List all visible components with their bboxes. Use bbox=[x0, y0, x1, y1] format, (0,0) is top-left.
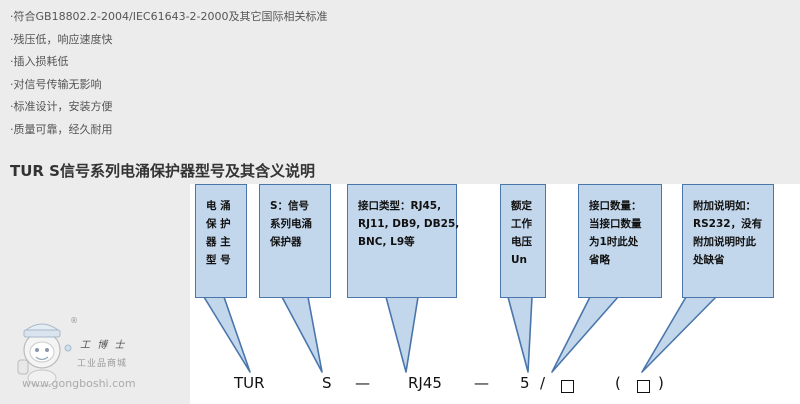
callout-line: 工作 bbox=[511, 218, 532, 230]
callout-line: 型 号 bbox=[206, 254, 231, 266]
callout-tail bbox=[281, 296, 323, 373]
callout-line: 系列电涌 bbox=[270, 218, 312, 230]
feature-item: ·残压低，响应速度快 bbox=[10, 32, 113, 46]
callout-line: BNC, L9等 bbox=[358, 236, 415, 248]
code-voltage: 5 bbox=[520, 374, 530, 392]
brand-url: www.gongboshi.com bbox=[22, 377, 136, 390]
brand-name: 工 博 士 bbox=[80, 340, 127, 351]
callout-series: S：信号 系列电涌 保护器 bbox=[259, 184, 331, 298]
callout-port-count: 接口数量： 当接口数量 为1时此处 省略 bbox=[578, 184, 662, 298]
code-tur: TUR bbox=[234, 374, 265, 392]
feature-list: ·符合GB18802.2-2004/IEC61643-2-2000及其它国际相关… bbox=[10, 6, 328, 141]
callout-line: RS232，没有 bbox=[693, 218, 763, 230]
callout-line: 为1时此处 bbox=[589, 236, 639, 248]
brand-subtitle: 工业品商城 bbox=[77, 359, 128, 369]
callout-line: 附加说明时此 bbox=[693, 236, 756, 248]
code-paren-close: ) bbox=[658, 374, 664, 392]
feature-item: ·质量可靠，经久耐用 bbox=[10, 122, 113, 136]
feature-item: ·标准设计，安装方便 bbox=[10, 100, 113, 113]
code-slash: / bbox=[540, 374, 546, 392]
callout-tail bbox=[551, 296, 619, 373]
callout-tail bbox=[641, 296, 717, 373]
callout-line: 额定 bbox=[511, 200, 532, 212]
mascot-logo bbox=[17, 323, 72, 387]
callout-interface-type: 接口类型：RJ45, RJ11, DB9, DB25, BNC, L9等 bbox=[347, 184, 460, 298]
section-title: TUR S信号系列电涌保护器型号及其含义说明 bbox=[10, 162, 315, 180]
model-number-diagram: 电 涌 保 护 器 主 型 号 S：信号 系列电涌 保护器 接口类型：RJ45,… bbox=[190, 184, 800, 404]
registered-mark: ® bbox=[70, 316, 78, 325]
callout-line: 电 涌 bbox=[206, 200, 231, 212]
callout-tail bbox=[385, 296, 419, 373]
callout-line: 保护器 bbox=[270, 236, 302, 248]
feature-item: ·符合GB18802.2-2004/IEC61643-2-2000及其它国际相关… bbox=[10, 10, 328, 23]
code-paren-open: ( bbox=[615, 374, 621, 392]
feature-item: ·对信号传输无影响 bbox=[10, 77, 102, 91]
callout-line: 处缺省 bbox=[693, 254, 725, 266]
callout-line: Un bbox=[511, 254, 528, 266]
model-code: TUR S — RJ45 — 5 / ( ) bbox=[190, 374, 800, 398]
callout-tail bbox=[203, 296, 251, 373]
code-dash: — bbox=[474, 374, 489, 392]
code-s: S bbox=[322, 374, 332, 392]
callout-line: 省略 bbox=[589, 254, 610, 266]
callout-extra-note: 附加说明如： RS232，没有 附加说明时此 处缺省 bbox=[682, 184, 774, 298]
code-dash: — bbox=[355, 374, 370, 392]
callout-line: 保 护 bbox=[206, 218, 231, 230]
callout-line: 当接口数量 bbox=[589, 218, 642, 230]
callout-rated-voltage: 额定 工作 电压 Un bbox=[500, 184, 546, 298]
callout-line: 电压 bbox=[511, 236, 532, 248]
feature-item: ·插入损耗低 bbox=[10, 55, 69, 68]
callout-line: 附加说明如： bbox=[693, 200, 756, 212]
callout-main-model: 电 涌 保 护 器 主 型 号 bbox=[195, 184, 247, 298]
extra-note-placeholder-box bbox=[637, 378, 650, 396]
callout-tail bbox=[507, 296, 533, 373]
port-count-placeholder-box bbox=[561, 378, 574, 396]
callout-line: 接口数量： bbox=[589, 200, 642, 212]
callout-line: RJ11, DB9, DB25, bbox=[358, 218, 460, 230]
callout-line: 接口类型：RJ45, bbox=[358, 200, 442, 212]
callout-line: S：信号 bbox=[270, 200, 310, 212]
code-rj45: RJ45 bbox=[408, 374, 442, 392]
callout-line: 器 主 bbox=[206, 236, 231, 248]
